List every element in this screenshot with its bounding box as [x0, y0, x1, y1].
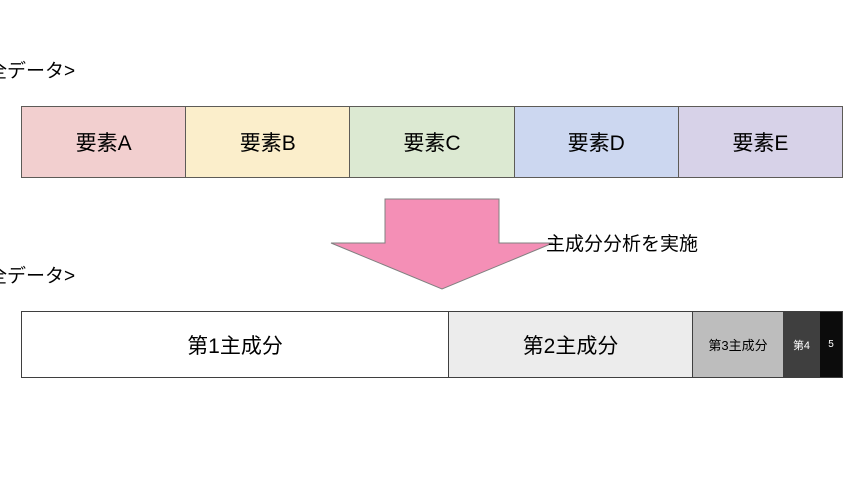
- down-arrow-icon: [330, 198, 554, 290]
- component-segment-5-label: 5: [828, 339, 834, 350]
- feature-segment-3: 要素C: [350, 107, 515, 177]
- principal-components-bar: 第1主成分 第2主成分 第3主成分 第4 5: [21, 311, 843, 378]
- component-segment-5: 5: [820, 312, 842, 377]
- feature-segment-5-label: 要素E: [732, 132, 789, 155]
- component-segment-1-label: 第1主成分: [187, 334, 283, 358]
- top-section-caption: 全データ>: [0, 61, 76, 82]
- feature-segment-1-label: 要素A: [75, 132, 132, 155]
- component-segment-3-label: 第3主成分: [708, 338, 768, 353]
- feature-segment-4: 要素D: [514, 107, 679, 177]
- component-segment-2: 第2主成分: [449, 312, 693, 377]
- transformation-label: 主成分分析を実施: [546, 234, 699, 255]
- feature-segment-5: 要素E: [678, 107, 843, 177]
- feature-segment-2: 要素B: [186, 107, 351, 177]
- component-segment-3: 第3主成分: [693, 312, 784, 377]
- component-segment-4: 第4: [784, 312, 820, 377]
- feature-segment-1: 要素A: [22, 107, 187, 177]
- feature-segment-4-label: 要素D: [567, 132, 625, 155]
- feature-segment-2-label: 要素B: [239, 132, 296, 155]
- component-segment-1: 第1主成分: [22, 312, 449, 377]
- component-segment-2-label: 第2主成分: [522, 334, 619, 358]
- component-segment-4-label: 第4: [792, 339, 811, 352]
- transformation-arrow: [330, 198, 554, 290]
- original-features-bar: 要素A 要素B 要素C 要素D 要素E: [21, 106, 843, 178]
- bottom-section-caption: 全データ>: [0, 266, 76, 287]
- feature-segment-3-label: 要素C: [403, 132, 461, 155]
